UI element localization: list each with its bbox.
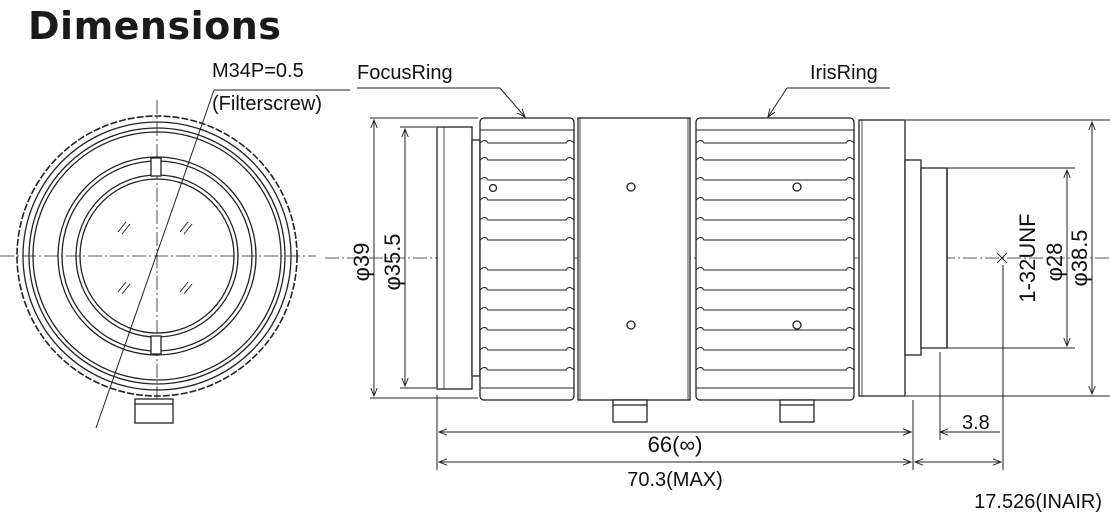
front-barrel [436,126,473,390]
focus-ring-grooves [479,129,575,389]
c-mount-thread [920,167,948,349]
outer-ring [22,121,292,391]
iris-screw-hole-top [792,182,802,192]
dimension-lines [357,87,1110,470]
dim-3-8-label: 3.8 [962,412,990,434]
front-set-screw [134,398,174,424]
iris-screw-hole-bottom [792,320,802,330]
filter-leader-line [95,89,215,429]
mount-thread-label: 1-32UNF [1015,213,1040,302]
focus-ring-label: FocusRing [357,62,453,84]
side-view [325,117,1110,423]
middle-barrel [577,117,691,401]
bottom-notch [150,335,162,355]
focus-ring-leader [499,87,526,118]
middle-screw-hole-bottom [626,320,636,330]
flange-back-label: 17.526(INAIR) [974,491,1102,513]
dim-phi38-5-label: φ38.5 [1067,229,1092,286]
focus-lock-screw [612,399,648,423]
mount-flange [904,159,922,356]
dim-length-66-label: 66(∞) [648,432,703,457]
dim-length-70-3-label: 70.3(MAX) [627,469,723,491]
top-notch [150,157,162,177]
knurled-ring-outline [16,115,298,397]
middle-screw-hole-top [626,182,636,192]
dim-phi35-5-label: φ35.5 [380,233,405,290]
page-title: Dimensions [28,4,282,48]
rear-barrel [858,119,906,397]
glass-reflection-marks [117,221,193,295]
filter-thread-label: M34P=0.5 [212,60,304,82]
focus-screw-hole [488,183,498,193]
filter-screw-label: (Filterscrew) [212,93,322,115]
iris-ring-label: IrisRing [810,62,878,84]
iris-ring-grooves [695,129,855,389]
dim-phi39-label: φ39 [349,243,374,282]
dim-phi28-label: φ28 [1042,243,1067,282]
iris-lock-screw [779,399,815,423]
iris-ring-leader [767,87,788,119]
filter-thread-ring [57,156,257,356]
front-view [0,89,350,429]
